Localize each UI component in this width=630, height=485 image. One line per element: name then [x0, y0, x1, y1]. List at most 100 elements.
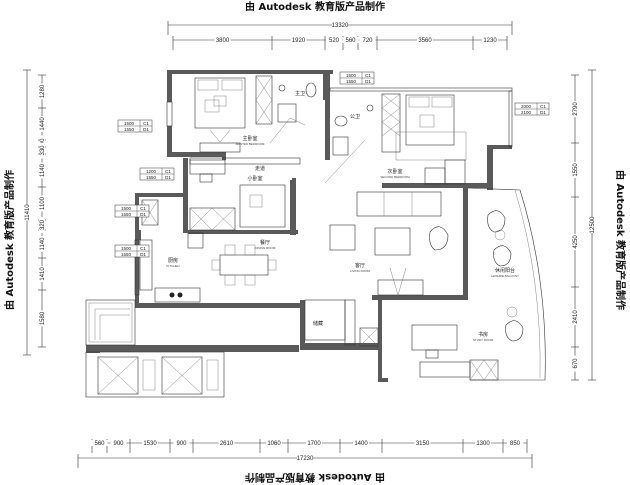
- room-label-study: 书房: [478, 331, 488, 338]
- room-label-master-bath: 主卫: [295, 90, 305, 97]
- dimension-total-left: 11410: [25, 204, 31, 221]
- room-label-en: SECOND BEDROOM: [380, 175, 410, 179]
- window-tag-text: 1550: [121, 212, 132, 217]
- watermark-left: 由 Autodesk 教育版产品制作: [3, 170, 16, 310]
- room-label-storage: 储藏: [313, 320, 323, 327]
- room-label-en: LEISURE BALCONY: [491, 274, 519, 278]
- dimension-top: 1920: [292, 38, 306, 44]
- dimension-right: 2790: [573, 102, 579, 116]
- room-label-living: 客厅: [355, 262, 365, 269]
- room-label-small-bedroom: 小卧室: [247, 175, 262, 182]
- dimension-bottom: 850: [510, 441, 521, 447]
- window-tag-text: 2000: [521, 104, 532, 109]
- dimension-bottom: 1530: [143, 441, 157, 447]
- window-tag: 1500 C1 1550 D1: [117, 119, 153, 133]
- dimension-left: 320: [40, 219, 46, 230]
- dimension-bottom: 900: [176, 441, 187, 447]
- windows: [85, 87, 546, 381]
- dimension-bottom: 1300: [476, 441, 490, 447]
- window-tag-text: C1: [540, 104, 546, 109]
- dimension-right: 1550: [573, 163, 579, 177]
- dimension-right: 2410: [573, 310, 579, 324]
- window-tag: 1500 C1 1550 D1: [114, 244, 150, 258]
- study-desk: [411, 324, 458, 351]
- window-tag-text: 1500: [121, 206, 132, 211]
- dimension-left: 330: [40, 145, 46, 156]
- dimension-bottom: 560: [94, 441, 105, 447]
- watermark-right: 由 Autodesk 教育版产品制作: [614, 170, 627, 310]
- window-tag-text: 1500: [121, 246, 132, 251]
- room-labels: 主卧室 MASTER BEDROOM 主卫 公卫 走道 次卧室 SECOND B…: [166, 90, 519, 342]
- room-label-master-bedroom: 主卧室: [242, 135, 257, 142]
- room-label-kitchen: 厨房: [168, 257, 178, 264]
- dimension-top: 3800: [216, 38, 230, 44]
- window-tag-text: C1: [140, 246, 146, 251]
- dimension-lines: 13320 3800 1920 520 560 720 3560 1230 560 900 1530…: [23, 21, 596, 468]
- room-label-en: KITCHEN: [166, 264, 179, 268]
- dimension-top: 720: [362, 38, 373, 44]
- window-tag-text: 2100: [521, 110, 532, 115]
- watermark-top: 由 Autodesk 教育版产品制作: [245, 0, 385, 13]
- dimension-top: 1230: [483, 38, 497, 44]
- window-tag-text: C1: [165, 169, 171, 174]
- window-tag-text: C1: [140, 206, 146, 211]
- sofa: [356, 191, 442, 217]
- dimension-total-bottom: 17230: [297, 456, 314, 462]
- dimension-top: 3560: [418, 38, 432, 44]
- window-tag-text: C1: [143, 121, 149, 126]
- dimension-left: 1280: [40, 84, 46, 98]
- dimension-right: 670: [573, 358, 579, 369]
- walls: [86, 70, 512, 382]
- dining-table: [219, 254, 269, 276]
- dimension-right: 4250: [573, 235, 579, 249]
- dimension-top: 520: [329, 38, 340, 44]
- dimension-total-top: 13320: [332, 23, 349, 29]
- dimension-left: 1140: [40, 237, 46, 251]
- dimension-left: 1140: [40, 163, 46, 177]
- window-tag-text: 1500: [124, 121, 135, 126]
- window-tag-text: D1: [365, 79, 371, 84]
- dimension-bottom: 3150: [416, 441, 430, 447]
- window-tag-text: C1: [365, 73, 371, 78]
- dimension-left: 1410: [40, 267, 46, 281]
- dimension-left: 1440: [40, 117, 46, 131]
- window-tag-text: 1550: [121, 252, 132, 257]
- window-tag-text: 1550: [146, 175, 157, 180]
- window-tag-text: D1: [165, 175, 171, 180]
- room-label-second-bedroom: 次卧室: [387, 168, 402, 175]
- master-bed: [194, 77, 246, 129]
- dimension-bottom: 1400: [354, 441, 368, 447]
- dimension-top: 560: [345, 38, 356, 44]
- window-tag-text: 1550: [346, 79, 357, 84]
- window-tag: 1500 C1 1550 D1: [339, 71, 375, 85]
- window-tag: 1200 C1 1550 D1: [139, 167, 175, 181]
- room-label-en: STUDY ROOM: [473, 338, 494, 342]
- room-label-public-bath: 公卫: [350, 114, 360, 120]
- dimension-total-right: 12500: [590, 216, 596, 233]
- dimension-left: 1580: [40, 311, 46, 325]
- window-tag-text: D1: [140, 252, 146, 257]
- window-tag-text: 1500: [346, 73, 357, 78]
- room-label-dining: 餐厅: [260, 239, 270, 246]
- room-label-corridor: 走道: [255, 165, 265, 172]
- room-label-en: MASTER BEDROOM: [236, 142, 265, 146]
- window-tag-text: 1550: [124, 127, 135, 132]
- room-label-en: DINING ROOM: [255, 246, 276, 250]
- dimension-bottom: 1700: [307, 441, 321, 447]
- window-tag: 1500 C1 1550 D1: [114, 204, 150, 218]
- window-tag: 2000 C1 2100 D1: [514, 102, 550, 116]
- watermark-bottom: 由 Autodesk 教育版产品制作: [245, 471, 385, 484]
- dimension-bottom: 900: [113, 441, 124, 447]
- window-tag-text: D1: [540, 110, 546, 115]
- furniture: [85, 75, 524, 398]
- dimension-bottom: 1060: [267, 441, 281, 447]
- dimension-bottom: 2610: [220, 441, 234, 447]
- room-label-en: LIVING ROOM: [350, 269, 371, 273]
- window-tag-text: 1200: [146, 169, 157, 174]
- window-tag-text: D1: [140, 212, 146, 217]
- dimension-left: 1100: [40, 196, 46, 210]
- window-tag-text: D1: [143, 127, 149, 132]
- second-bed: [405, 94, 455, 146]
